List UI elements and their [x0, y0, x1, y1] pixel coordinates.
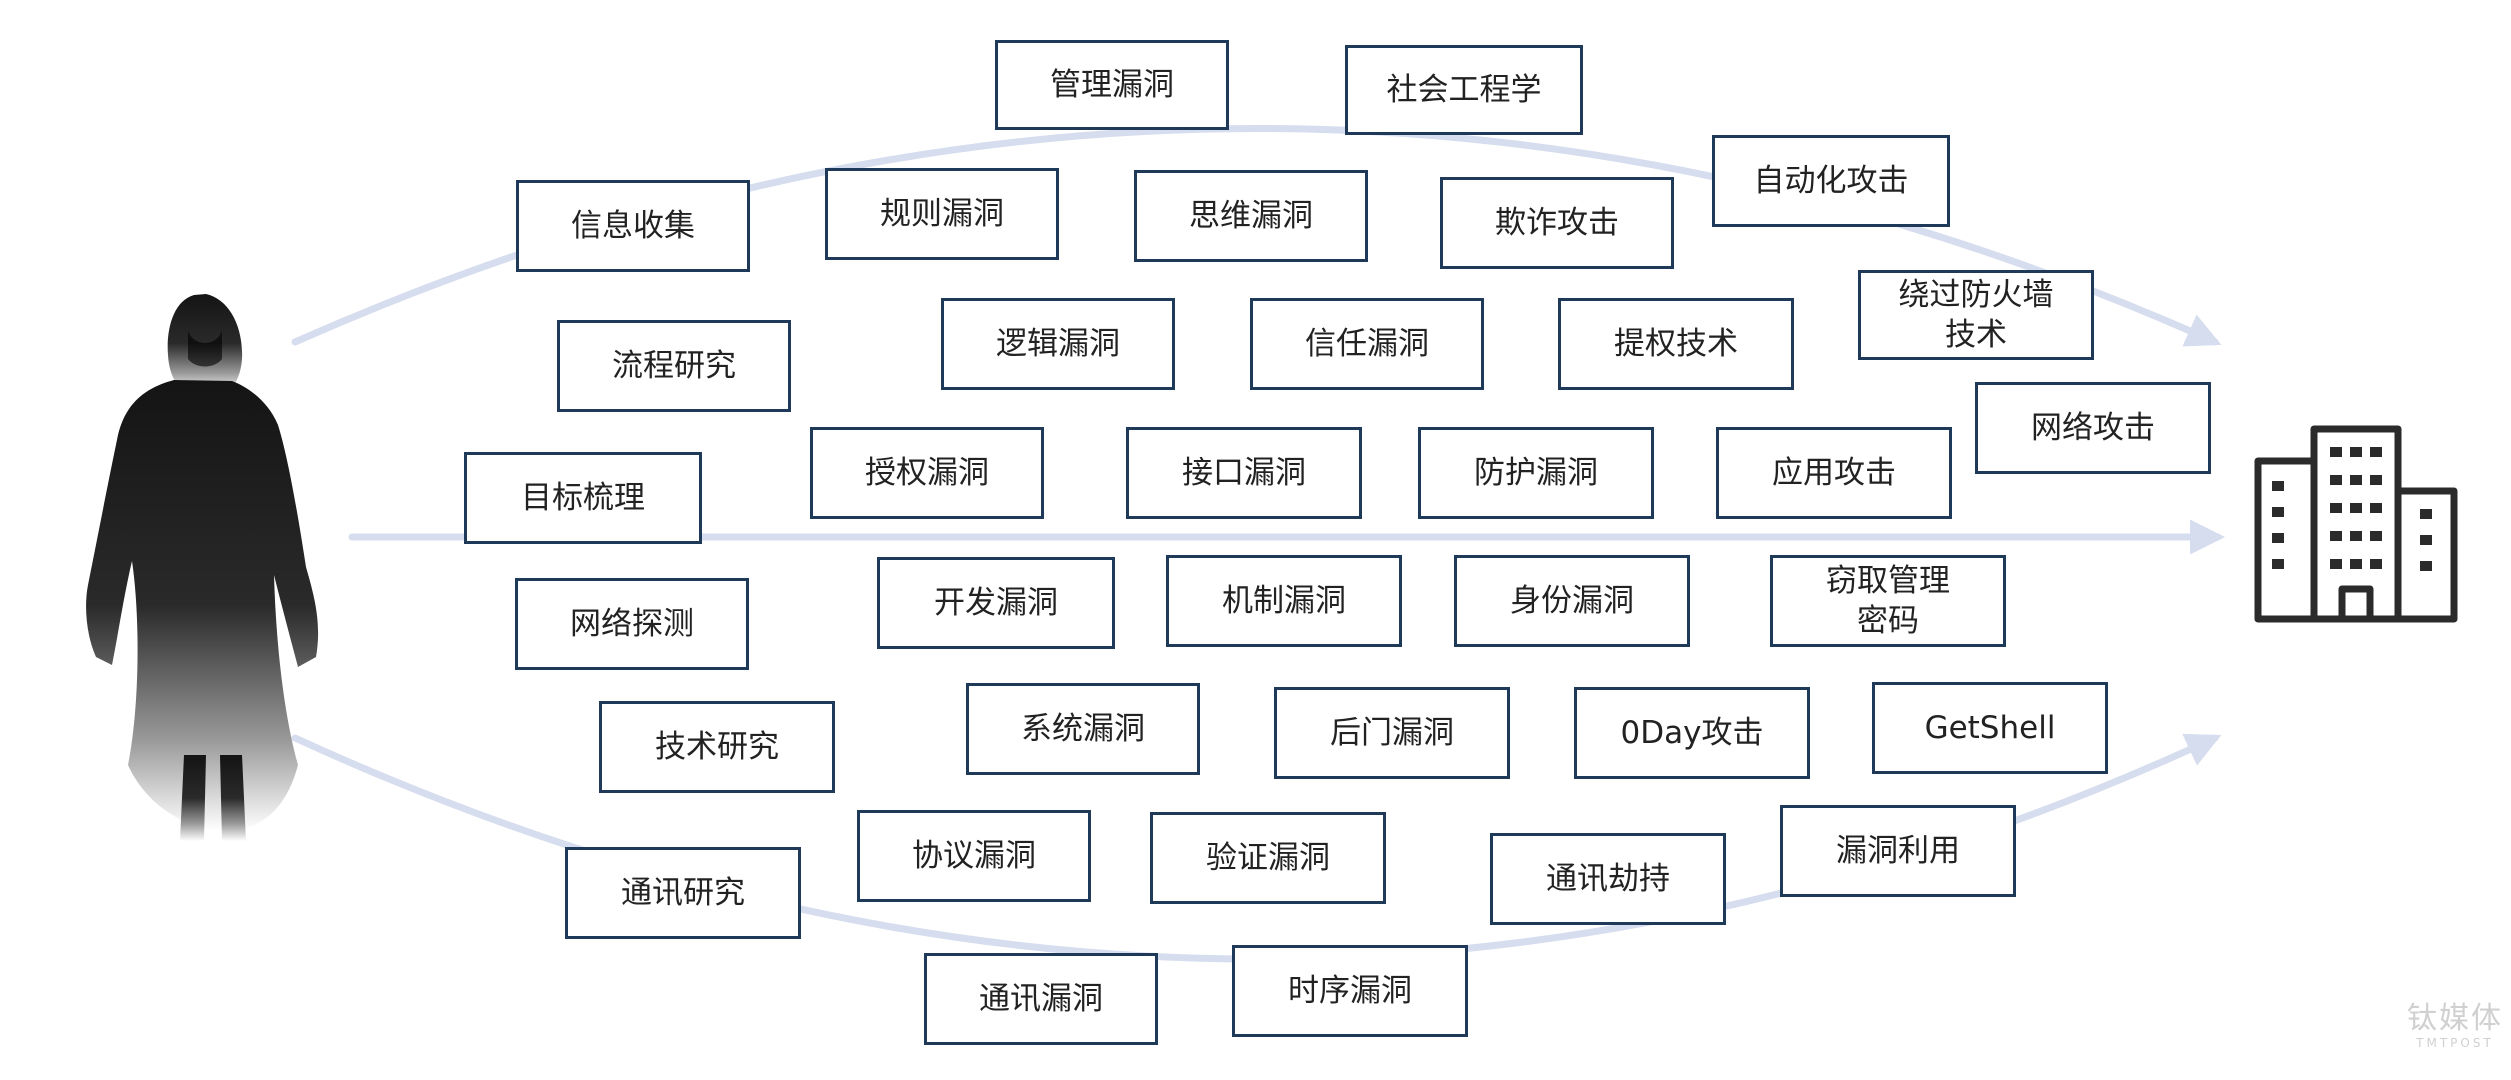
box-interface-vulnerability: 接口漏洞 [1126, 427, 1362, 519]
box-backdoor-vulnerability: 后门漏洞 [1274, 687, 1510, 779]
box-identity-vulnerability: 身份漏洞 [1454, 555, 1690, 647]
box-management-vulnerability: 管理漏洞 [995, 40, 1229, 130]
watermark-cn: 钛媒体 [2407, 1001, 2503, 1036]
box-vulnerability-exploitation: 漏洞利用 [1780, 805, 2016, 897]
box-protocol-vulnerability: 协议漏洞 [857, 810, 1091, 902]
box-system-vulnerability: 系统漏洞 [966, 683, 1200, 775]
box-firewall-bypass: 绕过防火墙 技术 [1858, 270, 2094, 360]
watermark: 钛媒体 TMTPOST [2405, 1001, 2505, 1051]
box-logic-vulnerability: 逻辑漏洞 [941, 298, 1175, 390]
box-development-vulnerability: 开发漏洞 [877, 557, 1115, 649]
box-thinking-vulnerability: 思维漏洞 [1134, 170, 1368, 262]
box-technical-research: 技术研究 [599, 701, 835, 793]
box-privilege-escalation: 提权技术 [1558, 298, 1794, 390]
box-automated-attack: 自动化攻击 [1712, 135, 1950, 227]
box-process-research: 流程研究 [557, 320, 791, 412]
box-target-sorting: 目标梳理 [464, 452, 702, 544]
watermark-en: TMTPOST [2416, 1036, 2494, 1050]
box-rule-vulnerability: 规则漏洞 [825, 168, 1059, 260]
box-protection-vulnerability: 防护漏洞 [1418, 427, 1654, 519]
box-0day-attack: 0Day攻击 [1574, 687, 1810, 779]
box-steal-admin-password: 窃取管理 密码 [1770, 555, 2006, 647]
hacker-silhouette-icon [86, 294, 319, 841]
box-social-engineering: 社会工程学 [1345, 45, 1583, 135]
box-verification-vulnerability: 验证漏洞 [1150, 812, 1386, 904]
box-authorization-vulnerability: 授权漏洞 [810, 427, 1044, 519]
box-network-probing: 网络探测 [515, 578, 749, 670]
box-communication-research: 通讯研究 [565, 847, 801, 939]
box-information-gathering: 信息收集 [516, 180, 750, 272]
box-mechanism-vulnerability: 机制漏洞 [1166, 555, 1402, 647]
box-fraud-attack: 欺诈攻击 [1440, 177, 1674, 269]
box-getshell: GetShell [1872, 682, 2108, 774]
box-timing-vulnerability: 时序漏洞 [1232, 945, 1468, 1037]
box-communication-vulnerability: 通讯漏洞 [924, 953, 1158, 1045]
box-trust-vulnerability: 信任漏洞 [1250, 298, 1484, 390]
office-building-icon [2254, 425, 2458, 623]
box-communication-hijacking: 通讯劫持 [1490, 833, 1726, 925]
box-application-attack: 应用攻击 [1716, 427, 1952, 519]
box-network-attack: 网络攻击 [1975, 382, 2211, 474]
